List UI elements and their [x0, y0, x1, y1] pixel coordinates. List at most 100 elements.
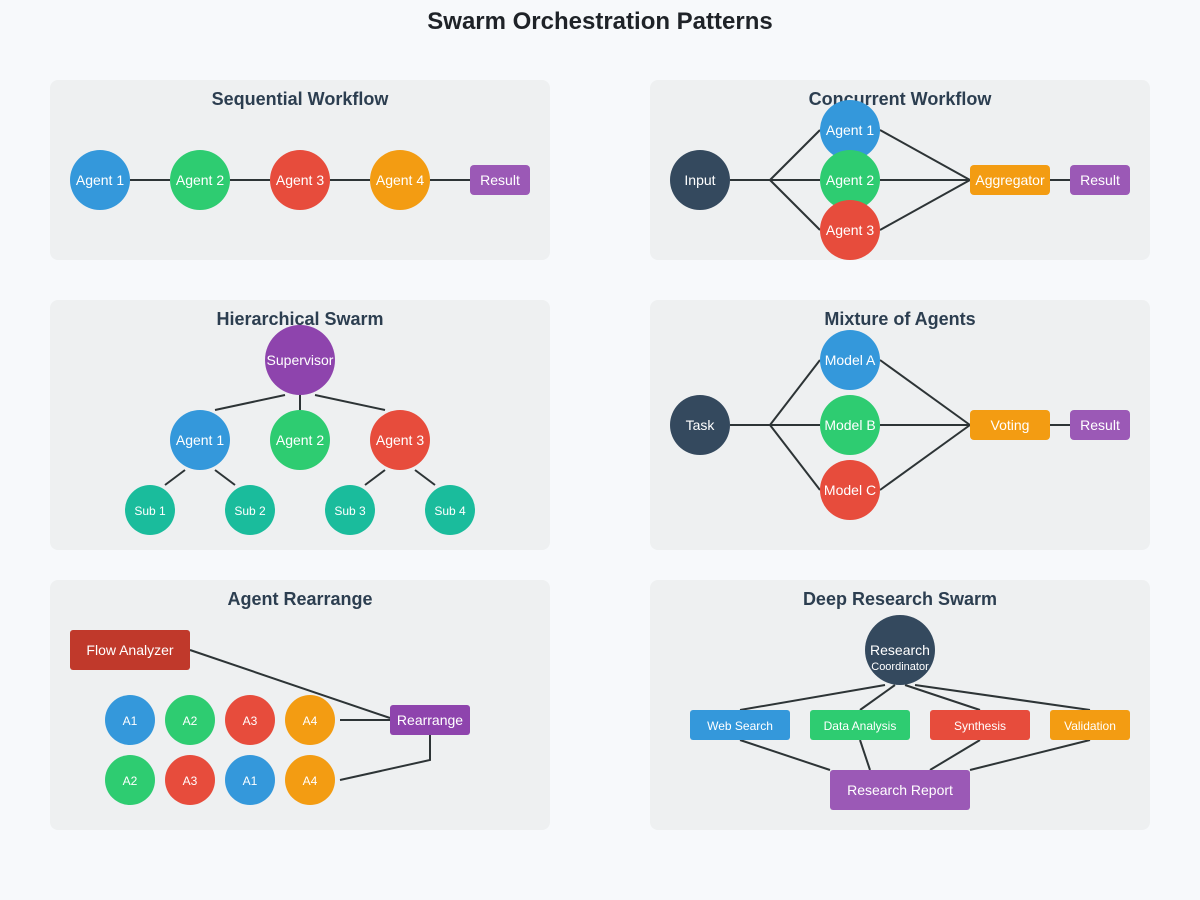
agent-3-node	[270, 150, 330, 210]
rearrange-label: Rearrange	[397, 712, 463, 728]
result-label: Result	[1080, 417, 1120, 433]
edge	[859, 684, 896, 711]
row1-agent-label: A2	[183, 714, 198, 728]
edge	[904, 684, 981, 711]
panel-concurrent-workflow: Concurrent Workflow Input Agent 1 Agent …	[650, 80, 1150, 260]
row2-agent-node	[105, 755, 155, 805]
agent-3-label: Agent 3	[826, 222, 874, 238]
row2-agent-label: A2	[123, 774, 138, 788]
input-label: Input	[684, 172, 715, 188]
edge	[859, 739, 871, 771]
panel-hierarchical-swarm: Hierarchical Swarm Supervisor Agent 1 Ag…	[50, 300, 550, 550]
panel-title: Mixture of Agents	[824, 309, 975, 329]
row1-agent-label: A4	[303, 714, 318, 728]
result-node	[1070, 165, 1130, 195]
edge	[739, 684, 886, 711]
synthesis-label: Synthesis	[954, 719, 1006, 733]
panel-background	[650, 580, 1150, 830]
coordinator-label-line2: Coordinator	[871, 661, 929, 673]
row1-agent-label: A3	[243, 714, 258, 728]
edge	[769, 179, 821, 231]
row2-agent-node	[165, 755, 215, 805]
data-analysis-label: Data Analysis	[824, 719, 897, 733]
synthesis-node	[930, 710, 1030, 740]
agent-2-label: Agent 2	[276, 432, 324, 448]
agent-1-label: Agent 1	[76, 172, 124, 188]
row2-agent-node	[225, 755, 275, 805]
edge	[414, 469, 436, 486]
supervisor-node	[265, 325, 335, 395]
agent-1-node	[820, 100, 880, 160]
agent-3-node	[820, 200, 880, 260]
edge	[769, 359, 821, 426]
sub-1-node	[125, 485, 175, 535]
research-coordinator-node	[865, 615, 935, 685]
agent-2-node	[270, 410, 330, 470]
aggregator-label: Aggregator	[975, 172, 1045, 188]
edge	[879, 129, 971, 181]
agent-4-node	[370, 150, 430, 210]
edge	[189, 649, 391, 719]
edge	[214, 469, 236, 486]
edge	[914, 684, 1091, 711]
agent-2-label: Agent 2	[826, 172, 874, 188]
voting-label: Voting	[991, 417, 1030, 433]
voting-node	[970, 410, 1050, 440]
web-search-label: Web Search	[707, 719, 773, 733]
agent-4-label: Agent 4	[376, 172, 424, 188]
edge	[969, 739, 1091, 771]
edge	[879, 359, 971, 426]
model-b-node	[820, 395, 880, 455]
model-b-label: Model B	[824, 417, 875, 433]
edge	[769, 129, 821, 181]
panel-deep-research-swarm: Deep Research Swarm Research Coordinator…	[650, 580, 1150, 830]
result-node	[470, 165, 530, 195]
panel-agent-rearrange: Agent Rearrange Flow Analyzer A1 A2 A3 A…	[50, 580, 550, 830]
research-report-label: Research Report	[847, 782, 953, 798]
validation-label: Validation	[1064, 719, 1116, 733]
coordinator-label-line1: Research	[870, 642, 930, 658]
sub-2-label: Sub 2	[234, 504, 266, 518]
flow-analyzer-node	[70, 630, 190, 670]
supervisor-label: Supervisor	[267, 352, 334, 368]
model-c-node	[820, 460, 880, 520]
edge	[214, 394, 286, 411]
input-node	[670, 150, 730, 210]
row2-agent-label: A3	[183, 774, 198, 788]
edge	[339, 735, 431, 781]
row2-agent-label: A4	[303, 774, 318, 788]
sub-2-node	[225, 485, 275, 535]
agent-1-node	[70, 150, 130, 210]
edge	[769, 424, 821, 491]
agent-2-node	[820, 150, 880, 210]
flow-analyzer-label: Flow Analyzer	[86, 642, 173, 658]
result-label: Result	[1080, 172, 1120, 188]
sub-3-node	[325, 485, 375, 535]
sub-1-label: Sub 1	[134, 504, 166, 518]
panel-sequential-workflow: Sequential Workflow Agent 1 Agent 2 Agen…	[50, 80, 550, 260]
model-a-label: Model A	[825, 352, 876, 368]
agent-3-label: Agent 3	[276, 172, 324, 188]
edge	[879, 179, 971, 231]
agent-3-label: Agent 3	[376, 432, 424, 448]
page-title: Swarm Orchestration Patterns	[427, 8, 772, 35]
edge	[364, 469, 386, 486]
edge	[929, 739, 981, 771]
model-a-node	[820, 330, 880, 390]
panel-background	[650, 80, 1150, 260]
rearrange-node	[390, 705, 470, 735]
agent-3-node	[370, 410, 430, 470]
result-node	[1070, 410, 1130, 440]
research-report-node	[830, 770, 970, 810]
row1-agent-node	[105, 695, 155, 745]
panel-title: Hierarchical Swarm	[216, 309, 383, 329]
web-search-node	[690, 710, 790, 740]
row1-agent-node	[225, 695, 275, 745]
panel-title: Agent Rearrange	[227, 589, 372, 609]
row1-agent-node	[285, 695, 335, 745]
validation-node	[1050, 710, 1130, 740]
agent-2-node	[170, 150, 230, 210]
sub-3-label: Sub 3	[334, 504, 366, 518]
agent-2-label: Agent 2	[176, 172, 224, 188]
